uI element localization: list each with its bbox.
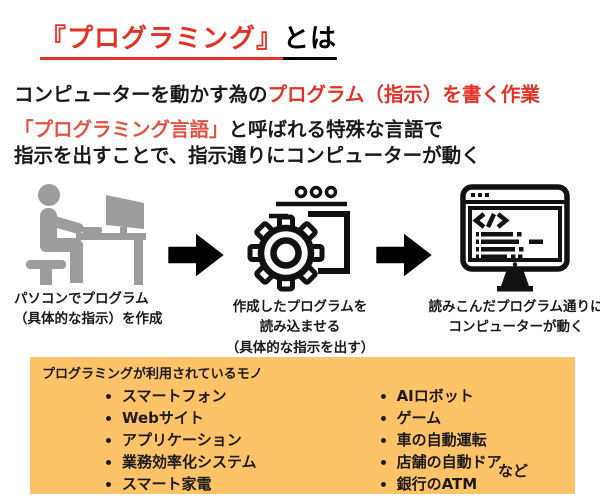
caption-line: パソコンでプログラム [14, 291, 149, 307]
gear-program-icon [246, 183, 354, 295]
caption-line: （具体的な指示を出す） [225, 339, 375, 356]
title-rest: とは [283, 24, 338, 60]
explain-line2: 指示を出すことで、指示通りにコンピューターが動く [14, 143, 481, 167]
usage-item: スマートフォン [122, 385, 257, 407]
usage-list-right: AIロボット ゲーム 車の自動運転 店舗の自動ドア 銀行のATM [397, 385, 502, 495]
page-title: 『プログラミング』とは [40, 18, 338, 60]
usage-box: プログラミングが利用されているモノ スマートフォン Webサイト アプリケーショ… [30, 357, 575, 494]
step-caption: 作成したプログラムを 読み込ませる （具体的な指示を出す） [226, 297, 375, 358]
usage-item: ゲーム [397, 407, 502, 429]
caption-line: 読み込ませる [259, 319, 341, 336]
person-at-computer-icon [18, 183, 150, 287]
step-create-program: パソコンでプログラム （具体的な指示）を作成 [0, 183, 168, 330]
step-load-program: 作成したプログラムを 読み込ませる （具体的な指示を出す） [224, 183, 376, 358]
intro-line: コンピューターを動かす為のプログラム（指示）を書く作業 [14, 78, 540, 107]
title-highlight: 『プログラミング』 [40, 24, 284, 60]
usage-suffix: など [498, 462, 529, 480]
explanation-text: 「プログラミング言語」と呼ばれる特殊な言語で指示を出すことで、指示通りにコンピュ… [14, 117, 481, 168]
usage-item: 業務効率化システム [122, 451, 257, 473]
step-caption: 読みこんだプログラム通りに コンピューターが動く [428, 297, 600, 338]
usage-item: アプリケーション [122, 429, 257, 451]
usage-item: 車の自動運転 [397, 429, 502, 451]
step-computer-runs: 読みこんだプログラム通りに コンピューターが動く [428, 183, 600, 338]
usage-item: 店舗の自動ドア [397, 451, 502, 473]
caption-line: コンピューターが動く [448, 319, 584, 336]
caption-line: 読みこんだプログラム通りに [428, 299, 600, 315]
process-flow: パソコンでプログラム （具体的な指示）を作成 [0, 183, 600, 358]
intro-black-text: コンピューターを動かす為の [14, 83, 268, 106]
usage-item: AIロボット [397, 385, 502, 407]
usage-item: 銀行のATM [397, 473, 502, 495]
usage-item: スマート家電 [122, 473, 257, 495]
usage-list-left: スマートフォン Webサイト アプリケーション 業務効率化システム スマート家電 [122, 385, 257, 495]
right-arrow-icon [376, 183, 432, 279]
explain-highlight: 「プログラミング言語」 [14, 118, 229, 141]
usage-item: Webサイト [122, 407, 257, 429]
explain-line1-rest: と呼ばれる特殊な言語で [228, 118, 444, 141]
intro-red-text: プログラム（指示）を書く作業 [267, 83, 540, 106]
right-arrow-icon [168, 183, 224, 279]
caption-line: 作成したプログラムを [232, 299, 368, 315]
caption-line: （具体的な指示）を作成 [14, 311, 163, 328]
usage-columns: スマートフォン Webサイト アプリケーション 業務効率化システム スマート家電… [42, 385, 563, 495]
monitor-code-icon [457, 183, 575, 295]
usage-box-header: プログラミングが利用されているモノ [42, 367, 263, 382]
step-caption: パソコンでプログラム （具体的な指示）を作成 [0, 289, 163, 330]
